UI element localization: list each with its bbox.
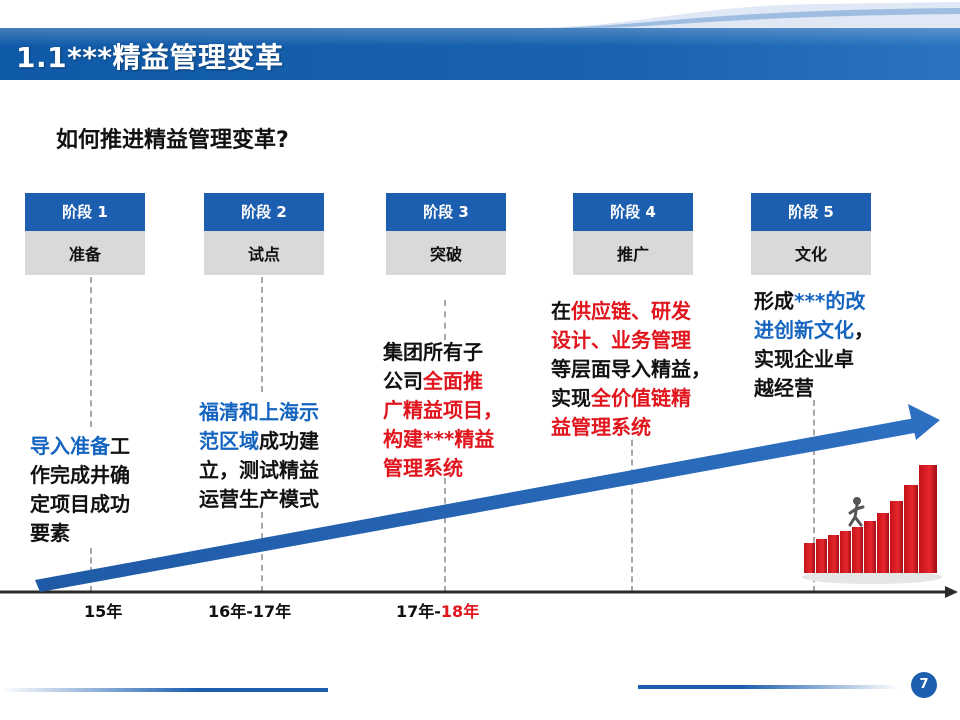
stage-4-name: 推广: [573, 231, 693, 275]
stage-2-description: 福清和上海示 范区域成功建 立，测试精益 运营生产模式: [199, 400, 319, 511]
axis-label-16-17: 16年-17年: [208, 602, 292, 621]
stage-4-header: 阶段 4: [573, 193, 693, 231]
stage-2-guide-upper: [261, 277, 263, 392]
page-number-badge: 7: [911, 672, 937, 698]
title-bar: [0, 28, 960, 80]
stage-1-guide-upper: [90, 277, 92, 427]
rising-arrow-head: [908, 404, 940, 440]
stage-5-name: 文化: [751, 231, 871, 275]
stage-1: 阶段 1 准备: [25, 193, 145, 275]
stage-3-guide-lower: [444, 478, 446, 592]
stage-2-name: 试点: [204, 231, 324, 275]
stage-2-guide-lower: [261, 512, 263, 592]
stage-3-name: 突破: [386, 231, 506, 275]
stage-3: 阶段 3 突破: [386, 193, 506, 275]
page-title: 1.1***精益管理变革: [16, 41, 284, 74]
rising-arrow-shaft: [35, 418, 920, 592]
stage-5-header: 阶段 5: [751, 193, 871, 231]
stage-1-description: 导入准备工 作完成井确 定项目成功 要素: [30, 434, 130, 545]
stage-2: 阶段 2 试点: [204, 193, 324, 275]
stage-3-guide-upper: [444, 300, 446, 340]
footer-line-left: [0, 688, 328, 692]
stage-1-header: 阶段 1: [25, 193, 145, 231]
stage-5-guide: [813, 400, 815, 592]
axis-label-15: 15年: [84, 602, 123, 621]
stage-4: 阶段 4 推广: [573, 193, 693, 275]
header-swoosh-decoration: [0, 2, 960, 30]
stage-1-name: 准备: [25, 231, 145, 275]
axis-label-17-18: 17年-18年: [396, 602, 480, 621]
stage-3-header: 阶段 3: [386, 193, 506, 231]
stage-3-description: 集团所有子 公司全面推 广精益项目， 构建***精益 管理系统: [383, 340, 503, 480]
stage-4-guide: [631, 440, 633, 592]
growth-bars-runner-icon: [802, 465, 942, 584]
stage-2-header: 阶段 2: [204, 193, 324, 231]
footer-line-right: [638, 685, 900, 689]
slide-subtitle: 如何推进精益管理变革?: [56, 128, 289, 153]
stage-5-description: 形成***的改 进创新文化， 实现企业卓 越经营: [754, 289, 874, 400]
timeline-axis-arrowhead: [945, 586, 958, 598]
stage-5: 阶段 5 文化: [751, 193, 871, 275]
stage-4-description: 在供应链、研发 设计、业务管理 等层面导入精益， 实现全价值链精 益管理系统: [551, 299, 711, 439]
